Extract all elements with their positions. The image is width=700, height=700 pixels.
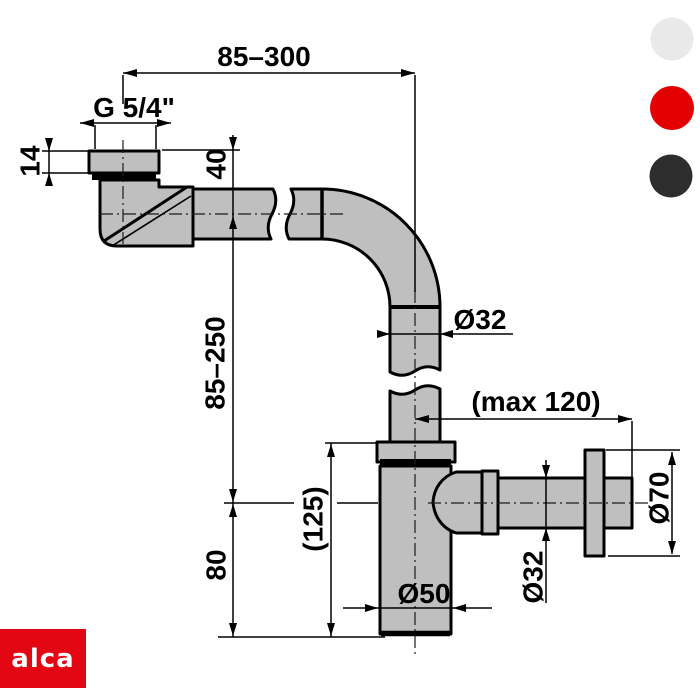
pipe-bend bbox=[284, 187, 442, 377]
centerlines bbox=[100, 140, 648, 658]
dimension-arrows bbox=[45, 69, 676, 636]
elbow-gasket bbox=[92, 172, 156, 180]
dim-thread-label: G 5/4" bbox=[93, 92, 175, 123]
dim-lower-height-label: 80 bbox=[201, 549, 232, 580]
dim-body-height-label: (125) bbox=[298, 486, 329, 551]
color-variant-swatches bbox=[649, 17, 694, 198]
dimension-labels: 85–300 G 5/4" 14 40 85–250 Ø32 (max 120)… bbox=[15, 41, 675, 609]
dim-drop-label: 40 bbox=[201, 148, 232, 179]
elbow-miter-seam-inner bbox=[111, 195, 192, 247]
elbow-miter-seam bbox=[103, 185, 188, 243]
outlet-pipe bbox=[496, 476, 634, 530]
dim-cup-diameter-label: Ø50 bbox=[398, 578, 451, 609]
dim-top-span-label: 85–300 bbox=[217, 41, 310, 72]
dim-outlet-diameter-label: Ø32 bbox=[518, 551, 549, 604]
pipe-assembly bbox=[87, 149, 634, 637]
dim-wall-clearance-label: (max 120) bbox=[471, 386, 600, 417]
elbow-union-nut bbox=[87, 149, 161, 175]
swatch-black[interactable] bbox=[649, 154, 693, 198]
dim-riser-diameter-label: Ø32 bbox=[454, 304, 507, 335]
swatch-red[interactable] bbox=[650, 86, 694, 130]
dim-riser-range-label: 85–250 bbox=[200, 316, 231, 409]
alca-logo: alca bbox=[0, 629, 86, 688]
dim-nut-height-label: 14 bbox=[15, 145, 46, 177]
dim-rosette-diameter-label: Ø70 bbox=[644, 472, 675, 525]
swatch-white[interactable] bbox=[650, 17, 694, 61]
alca-logo-text: alca bbox=[11, 643, 75, 674]
